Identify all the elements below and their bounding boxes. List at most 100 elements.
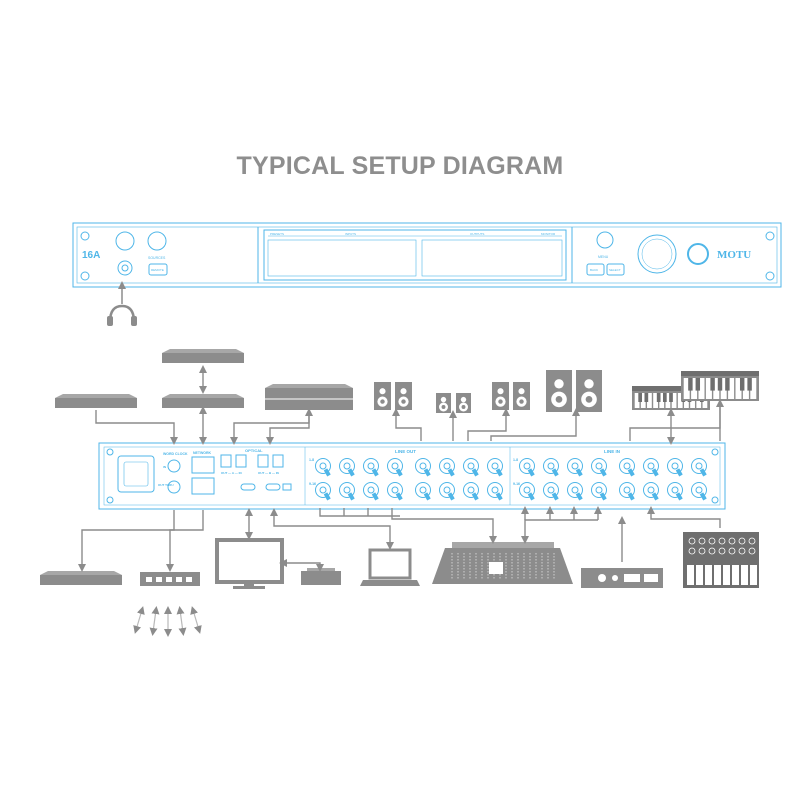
power-button-icon: [687, 243, 709, 265]
network-port-icon: [191, 456, 215, 474]
synth-knob-icon: [718, 537, 726, 545]
line-out-row1-label: 1-8: [309, 458, 314, 462]
speaker-tweeter: [460, 396, 467, 403]
optical-b-label: OUT — B — IN: [258, 471, 279, 475]
trs-jack-center: [671, 486, 679, 494]
trs-jack-icon: [387, 458, 403, 474]
trs-jack-center: [547, 486, 555, 494]
trs-jack-center: [523, 486, 531, 494]
trs-jack-group: [315, 458, 707, 501]
trs-jack-icon: [487, 482, 503, 498]
trs-jack-icon: [567, 458, 583, 474]
word-clock-out-icon: [167, 480, 181, 494]
white-key: [713, 378, 720, 399]
headphone-jack-icon: [117, 260, 133, 276]
jack-latch: [471, 492, 479, 501]
speaker-cone: [498, 399, 503, 404]
back-button[interactable]: [586, 263, 605, 276]
trs-jack-center: [523, 462, 531, 470]
inputs-label: INPUTS: [345, 232, 356, 236]
white-key: [735, 378, 742, 399]
speaker-cone: [380, 399, 385, 404]
speaker-cone: [441, 405, 446, 409]
trs-jack-center: [595, 486, 603, 494]
trs-jack-center: [391, 462, 399, 470]
synth-knob-icon: [698, 537, 706, 545]
white-key: [671, 393, 677, 408]
trs-jack-center: [671, 462, 679, 470]
trs-jack-icon: [387, 482, 403, 498]
line-in-label: LINE IN: [604, 449, 620, 454]
trs-jack-center: [623, 486, 631, 494]
trs-jack-icon: [439, 458, 455, 474]
keyboard-icon: [681, 371, 759, 401]
trs-jack-icon: [619, 458, 635, 474]
trs-jack-icon: [363, 458, 379, 474]
back-label: BACK: [590, 268, 598, 272]
synth-key: [750, 565, 757, 585]
rack-units: [40, 349, 353, 585]
trs-jack-icon: [463, 458, 479, 474]
jack-latch: [423, 492, 431, 501]
synth-key: [723, 565, 730, 585]
white-key: [720, 378, 727, 399]
rack-screw-icon: [765, 271, 775, 281]
trs-jack-icon: [567, 482, 583, 498]
trs-jack-icon: [543, 482, 559, 498]
trs-jack-center: [467, 486, 475, 494]
trs-jack-center: [647, 462, 655, 470]
line-in-row2-label: 9-16: [513, 482, 520, 486]
speaker-tweeter: [379, 388, 386, 395]
speaker-tweeter: [440, 396, 447, 403]
white-key: [683, 378, 690, 399]
optical-port-icon: [235, 454, 247, 468]
trs-jack-center: [571, 462, 579, 470]
trs-jack-center: [419, 486, 427, 494]
synth-key: [741, 565, 748, 585]
trs-jack-icon: [591, 482, 607, 498]
white-key: [705, 378, 712, 399]
black-key: [656, 393, 661, 402]
jack-latch: [651, 492, 659, 501]
select-label: SELECT: [609, 268, 621, 272]
trs-jack-icon: [415, 458, 431, 474]
trs-jack-center: [467, 462, 475, 470]
speaker-tweeter: [400, 388, 407, 395]
speaker-cone: [555, 396, 563, 403]
trs-jack-center: [443, 462, 451, 470]
synth-knob-icon: [708, 537, 716, 545]
jack-latch: [699, 492, 707, 501]
rack-screw-icon: [80, 231, 90, 241]
trs-jack-center: [391, 486, 399, 494]
jack-latch: [323, 468, 331, 477]
white-key: [665, 393, 671, 408]
jack-latch: [371, 492, 379, 501]
synth-knob-icon: [748, 537, 756, 545]
white-key: [640, 393, 646, 408]
synth-knob-icon: [738, 537, 746, 545]
presets-label: PRESETS: [270, 232, 284, 236]
jack-latch: [495, 492, 503, 501]
synth-knob-icon: [708, 547, 716, 555]
word-clock-in-icon: [167, 459, 181, 473]
synth-knob-icon: [698, 547, 706, 555]
jack-latch: [627, 468, 635, 477]
white-key: [659, 393, 665, 408]
thunderbolt-port-icon: [240, 483, 256, 491]
network-arrows: [133, 606, 202, 637]
jack-latch: [551, 468, 559, 477]
select-button[interactable]: [606, 263, 625, 276]
trs-jack-icon: [487, 458, 503, 474]
white-key: [698, 378, 705, 399]
synth-key: [687, 565, 694, 585]
trs-jack-icon: [519, 458, 535, 474]
network-port-icon: [191, 477, 215, 495]
jack-latch: [527, 492, 535, 501]
remote-button[interactable]: [148, 263, 168, 276]
optical-label: OPTICAL: [245, 448, 263, 453]
rack-unit-icon: [55, 394, 137, 408]
jack-latch: [495, 468, 503, 477]
trs-jack-center: [343, 486, 351, 494]
trs-jack-icon: [339, 458, 355, 474]
thunderbolt-port-icon: [265, 483, 281, 491]
